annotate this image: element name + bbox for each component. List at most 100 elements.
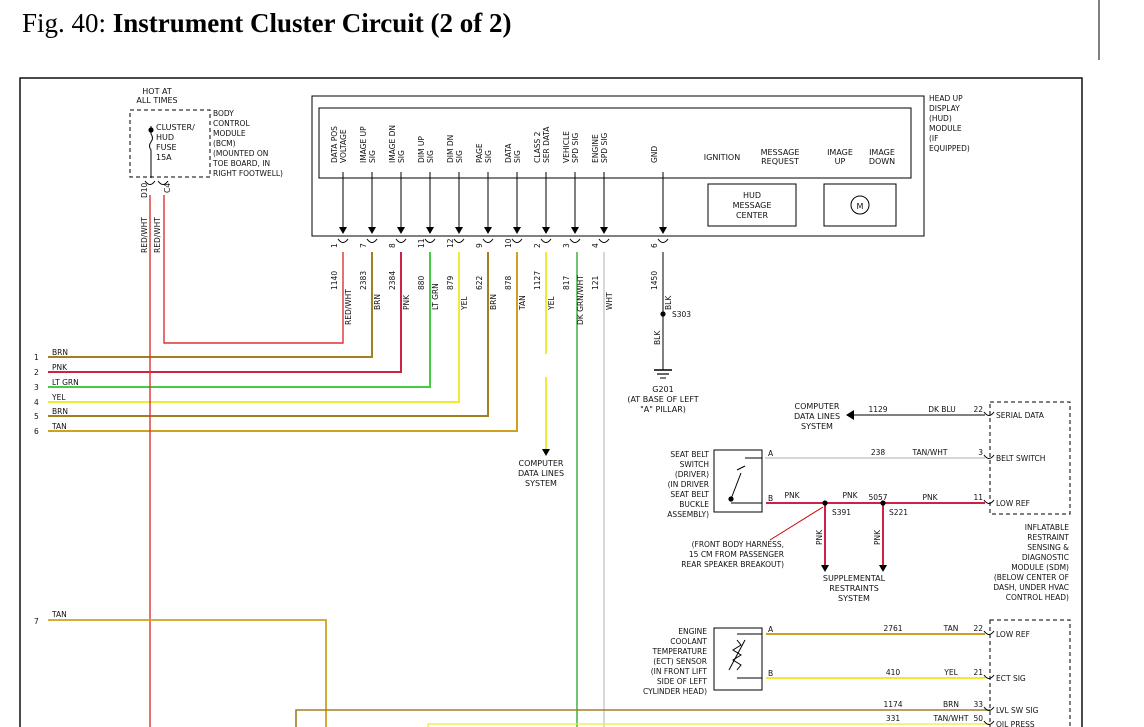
- ect-pin-number: 33: [973, 700, 983, 709]
- hud-signal-label: SIG: [455, 150, 464, 163]
- sdm-pin-number: 22: [973, 405, 983, 414]
- hud-signal-label: DIM UP: [417, 136, 426, 163]
- sdm-circuit-number: 238: [871, 448, 886, 457]
- srs-arrow-icon: [879, 565, 887, 572]
- circuit-number: 879: [446, 275, 455, 290]
- switch-contact-dot: [728, 496, 734, 502]
- seat-belt-label: (IN DRIVER: [668, 480, 709, 489]
- component-layer: [129, 95, 1071, 727]
- wire-color-label: BRN: [489, 294, 498, 310]
- ground-location: (AT BASE OF LEFT: [627, 395, 698, 404]
- bus-wire-color: TAN: [51, 422, 67, 431]
- circuit-number: 1127: [533, 271, 542, 290]
- seat-belt-pin-b: B: [768, 494, 773, 503]
- sdm-wire-color: PNK: [922, 493, 938, 502]
- sdm-label: DASH, UNDER HVAC: [993, 583, 1069, 592]
- ect-label: CYLINDER HEAD): [643, 687, 707, 696]
- wire-color-label: WHT: [605, 292, 614, 310]
- fuse-label: CLUSTER/: [156, 123, 195, 132]
- bus-wire-color: TAN: [51, 610, 67, 619]
- computer-data-lines-label: DATA LINES: [518, 469, 564, 478]
- harness-note: (FRONT BODY HARNESS,: [692, 540, 784, 549]
- serial-data-arrow-icon: [846, 410, 854, 420]
- splice-s391-dot: [822, 500, 828, 506]
- seat-belt-label: SWITCH: [680, 460, 709, 469]
- hud-signal-label: VEHICLE: [562, 131, 571, 163]
- bus-wire: [48, 252, 402, 373]
- bus-wire-color: LT GRN: [52, 378, 79, 387]
- pin-connector: [424, 238, 436, 243]
- splice-s391-label: S391: [832, 508, 851, 517]
- hud-label: DISPLAY: [929, 104, 960, 113]
- harness-note: 15 CM FROM PASSENGER: [689, 550, 784, 559]
- ect-circuit-number: 410: [886, 668, 901, 677]
- sdm-connector: [983, 411, 995, 416]
- hud-signal-label: SIG: [426, 150, 435, 163]
- pin-number: 7: [359, 243, 368, 248]
- hud-signal-label: DATA POS: [330, 126, 339, 163]
- pin-number: 3: [562, 243, 571, 248]
- splice-s221-dot: [880, 500, 886, 506]
- hud-pin-arrow-icon: [513, 227, 521, 234]
- bcm-pin-d10: D10: [140, 182, 149, 198]
- hud-button-label: REQUEST: [761, 157, 799, 166]
- motor-symbol: M: [857, 202, 864, 211]
- fuse-label: HUD: [156, 133, 174, 142]
- hud-signal-label: VOLTAGE: [339, 129, 348, 163]
- computer-data-lines-label-2: DATA LINES: [794, 412, 840, 421]
- sdm-wire-color: TAN/WHT: [912, 448, 948, 457]
- hud-pin-arrow-icon: [484, 227, 492, 234]
- pin-number: 11: [417, 238, 426, 248]
- wire-color-label: RED/WHT: [344, 289, 353, 325]
- ect-signal-name: LOW REF: [996, 630, 1030, 639]
- pin-number: 4: [591, 243, 600, 248]
- pin-connector: [366, 238, 378, 243]
- ground-wire-label: BLK: [653, 330, 662, 345]
- srs-label: RESTRAINTS: [829, 584, 879, 593]
- hud-pin-arrow-icon: [455, 227, 463, 234]
- seat-belt-wire-b: PNK: [784, 491, 800, 500]
- hud-signal-label: SIG: [368, 150, 377, 163]
- bus-wire: [48, 252, 460, 403]
- bus-wire-number: 2: [34, 368, 39, 377]
- ect-pin-a: A: [768, 625, 774, 634]
- circuit-number: 2383: [359, 271, 368, 290]
- sdm-signal-name: SERIAL DATA: [996, 411, 1045, 420]
- srs-wire-label: PNK: [873, 529, 882, 545]
- ect-wire-color: TAN: [943, 624, 959, 633]
- hud-label: HEAD UP: [929, 94, 963, 103]
- bcm-connector-c4: [157, 180, 169, 185]
- hud-signal-label: CLASS 2: [533, 131, 542, 163]
- fuse-label: 15A: [156, 153, 172, 162]
- bcm-pin-c4: C4: [163, 183, 172, 193]
- wire-color-label: YEL: [547, 296, 556, 311]
- bus-wire-number: 6: [34, 427, 39, 436]
- bcm-label: CONTROL: [213, 119, 250, 128]
- computer-data-lines-label: SYSTEM: [525, 479, 557, 488]
- computer-data-lines-label: COMPUTER: [519, 459, 564, 468]
- sdm-signal-name: LOW REF: [996, 499, 1030, 508]
- fuse-label: FUSE: [156, 143, 177, 152]
- pin-connector: [540, 238, 552, 243]
- hud-module-box: [311, 95, 925, 237]
- hud-label: (HUD): [929, 114, 952, 123]
- bus-wire-number: 3: [34, 383, 39, 392]
- ground-splice-label: S303: [672, 310, 691, 319]
- circuit-number: 817: [562, 275, 571, 290]
- seat-belt-label: ASSEMBLY): [667, 510, 709, 519]
- message-center-label: HUD: [743, 191, 761, 200]
- bus-wire-color: PNK: [52, 363, 68, 372]
- hud-signal-label: DATA: [504, 143, 513, 163]
- sdm-connector: [983, 454, 995, 459]
- bus-wire: [48, 252, 373, 358]
- data-lines-arrow-icon: [542, 449, 550, 456]
- sdm-label: RESTRAINT: [1027, 533, 1069, 542]
- hud-button-label: DOWN: [869, 157, 895, 166]
- seat-belt-label: SEAT BELT: [670, 450, 709, 459]
- sdm-label: SENSING &: [1027, 543, 1069, 552]
- pin-number: 12: [446, 238, 455, 248]
- ect-sensor-box: [713, 627, 763, 691]
- bus-wire: [48, 252, 518, 432]
